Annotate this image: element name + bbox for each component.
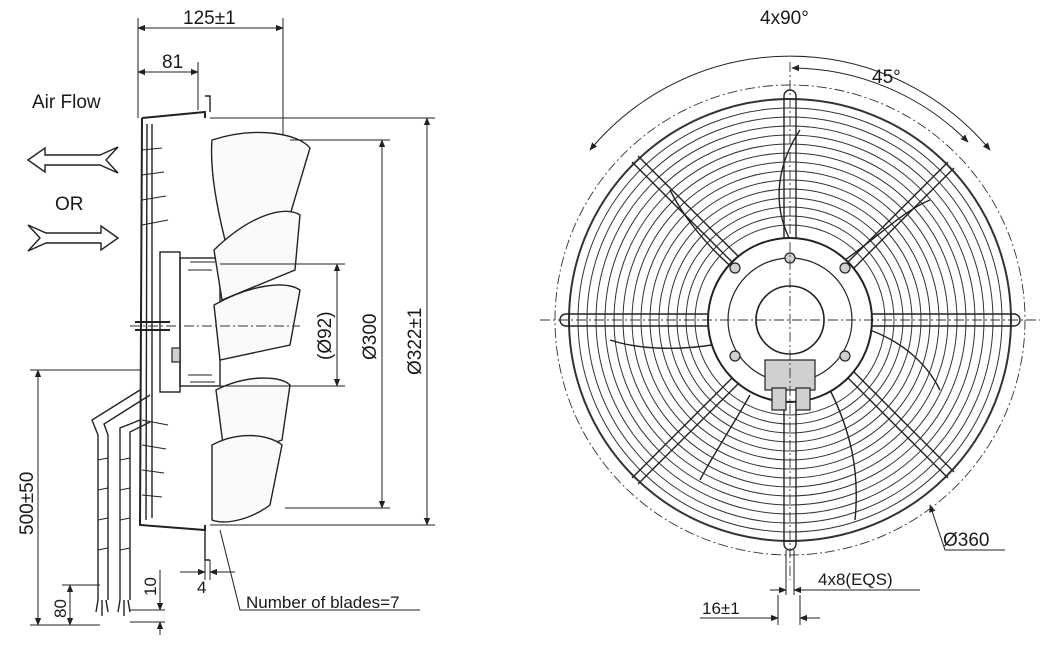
- dim-45-label: 45°: [872, 67, 901, 88]
- dim-depth-81: 81: [137, 52, 199, 110]
- dim-4-label: 4: [197, 578, 206, 597]
- dim-360-label: Ø360: [943, 530, 989, 551]
- dim-angle-4x90: 4x90°: [589, 8, 991, 151]
- dim-16: 16±1: [700, 595, 820, 625]
- dim-cable-length: 500±50: [17, 369, 140, 626]
- dim-slots: 4x8(EQS): [770, 550, 920, 595]
- dim-10-label: 10: [141, 577, 160, 596]
- airflow-label: Air Flow: [32, 92, 101, 113]
- dim-10: 10: [130, 570, 165, 635]
- dim-mount-diameter: Ø360: [929, 504, 1005, 551]
- dim-guard-diameter: Ø322±1: [210, 117, 435, 526]
- dim-16-label: 16±1: [702, 599, 740, 618]
- cables: [91, 389, 151, 616]
- dim-500-label: 500±50: [17, 472, 38, 535]
- dim-92-label: (Ø92): [315, 311, 336, 360]
- blades-side: [210, 131, 311, 523]
- dim-blade-diameter: Ø300: [285, 139, 390, 509]
- guard-side: [138, 95, 211, 561]
- motor-hub: [135, 251, 221, 393]
- side-view: Air Flow OR 125±1 81: [17, 8, 435, 635]
- blades-note: Number of blades=7: [219, 529, 420, 612]
- dim-80-label: 80: [51, 599, 70, 618]
- dim-81-label: 81: [162, 52, 183, 73]
- dim-slots-label: 4x8(EQS): [818, 570, 893, 589]
- dim-125-label: 125±1: [183, 8, 236, 29]
- dim-overall-depth: 125±1: [137, 8, 284, 138]
- blades-note-label: Number of blades=7: [246, 593, 400, 612]
- airflow-arrow-right: [27, 224, 120, 252]
- dim-angle-45: 45°: [791, 64, 969, 143]
- dim-4: 4: [180, 560, 235, 597]
- dim-hub-diameter: (Ø92): [220, 263, 345, 387]
- dim-322-label: Ø322±1: [405, 308, 426, 375]
- dim-80: 80: [51, 584, 100, 626]
- dim-4x90-label: 4x90°: [760, 8, 809, 29]
- front-view: 4x90° 45° Ø360 4x8(EQS) 16±1: [540, 8, 1040, 625]
- airflow-arrow-left: [26, 146, 119, 174]
- or-label: OR: [55, 194, 84, 215]
- dim-300-label: Ø300: [360, 314, 381, 360]
